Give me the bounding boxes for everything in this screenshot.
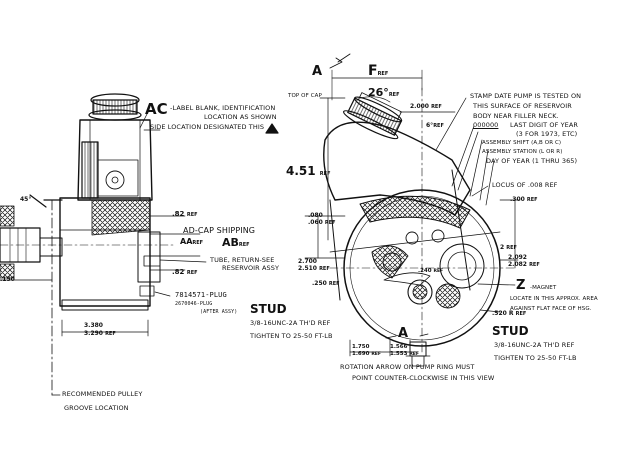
dim-82-upper: .82 REF (172, 210, 198, 218)
dim-080: .080 (308, 212, 323, 219)
filler-cap (92, 99, 138, 115)
magnet-text-1: -MAGNET (530, 285, 557, 291)
plug-text-1: 7814571-PLUG (175, 291, 227, 299)
dim-150: .150 (0, 276, 15, 283)
locus-text: LOCUS OF .008 REF (492, 181, 558, 189)
stud-title-left: STUD (250, 302, 287, 316)
stamp-text-6: ASSEMBLY SHIFT (A,B OR C) (482, 140, 562, 146)
stamp-text-1: STAMP DATE PUMP IS TESTED ON (470, 92, 582, 100)
stamp-text-5: (3 FOR 1973, ETC) (516, 130, 578, 138)
stamp-text-2: THIS SURFACE OF RESERVOIR (473, 102, 572, 110)
dim-3380: 3.380 (84, 322, 103, 329)
stud-torque-right: TIGHTEN TO 25-50 FT-LB (494, 354, 577, 362)
dim-1750: 1.750 (352, 344, 370, 350)
front-view (304, 53, 521, 367)
pump-housing (59, 197, 151, 307)
dim-3290: 3.290 REF (84, 330, 116, 337)
dim-520: .520 R REF (492, 310, 527, 317)
section-a-top: A (312, 64, 323, 79)
dim-2510: 2.510 REF (298, 265, 330, 272)
stud-torque-left: TIGHTEN TO 25-50 FT-LB (250, 332, 333, 340)
reservoir-body (77, 119, 153, 201)
tube-text-1: TUBE, RETURN-SEE (210, 256, 275, 264)
dim-2-ref: 2 REF (500, 244, 517, 251)
dim-45: 45° (20, 196, 32, 203)
ac-text-2: LOCATION AS SHOWN (204, 113, 277, 121)
dim-451: 4.51 REF (286, 164, 331, 178)
top-of-cap: TOP OF CAP (288, 93, 322, 99)
pulley-text-1: RECOMMENDED PULLEY (62, 390, 143, 398)
plug-text-2: 2670046-PLUG (175, 301, 213, 307)
dim-2082: 2.082 REF (508, 261, 540, 268)
stamp-text-4: LAST DIGIT OF YEAR (510, 121, 579, 129)
stamp-text-8: DAY OF YEAR (1 THRU 365) (486, 157, 578, 165)
plug-text-3: (AFTER ASSY) (200, 309, 238, 315)
aa-label: AAREF (180, 237, 204, 246)
dim-240: .240 REF (418, 268, 444, 274)
ab-label: ABREF (222, 236, 250, 249)
section-f: FREF (368, 63, 389, 79)
magnet-code: Z (516, 278, 526, 293)
front-reservoir (323, 121, 471, 216)
dim-060: .060 REF (308, 219, 336, 226)
dim-1553: 1.553 REF (390, 351, 419, 357)
stud-spec-left: 3/8-16UNC-2A TH'D REF (250, 319, 331, 327)
dim-1690: 1.690 REF (352, 351, 381, 357)
dim-82-lower: .82 REF (172, 268, 198, 276)
stud-title-right: STUD (492, 324, 529, 338)
dim-2700: 2.700 (298, 258, 317, 265)
dim-250: .250 REF (312, 280, 340, 287)
dim-300: .300 REF (510, 196, 538, 203)
side-view (0, 93, 279, 396)
tube-text-2: RESERVOIR ASSY (222, 264, 280, 272)
dim-2000: 2.000 REF (410, 103, 442, 110)
section-a-bottom: A (398, 326, 409, 341)
dim-2092: 2.092 (508, 254, 527, 261)
rotation-text-2: POINT COUNTER-CLOCKWISE IN THIS VIEW (352, 374, 495, 382)
stud-spec-right: 3/8-16UNC-2A TH'D REF (494, 341, 575, 349)
ad-text: AD-CAP SHIPPING (183, 226, 256, 235)
magnet-text-3: AGAINST FLAT FACE OF HSG. (510, 306, 592, 312)
pulley-text-2: GROOVE LOCATION (64, 404, 129, 412)
angle-26: 26°REF (368, 86, 400, 99)
stamp-code: 000000 (473, 121, 499, 129)
ac-code: AC (145, 100, 168, 118)
magnet-text-2: LOCATE IN THIS APPROX. AREA (510, 296, 598, 302)
stamp-text-3: BODY NEAR FILLER NECK. (473, 112, 559, 120)
stamp-text-7: ASSEMBLY STATION (L OR R) (482, 149, 563, 155)
dim-1566: 1.566 (390, 344, 408, 350)
ac-text-3: SIDE LOCATION DESIGNATED THIS (150, 123, 265, 131)
dim-6: 6°REF (426, 122, 444, 129)
rotation-text-1: ROTATION ARROW ON PUMP RING MUST (340, 363, 475, 371)
ac-text-1: -LABEL BLANK, IDENTIFICATION (170, 104, 276, 112)
